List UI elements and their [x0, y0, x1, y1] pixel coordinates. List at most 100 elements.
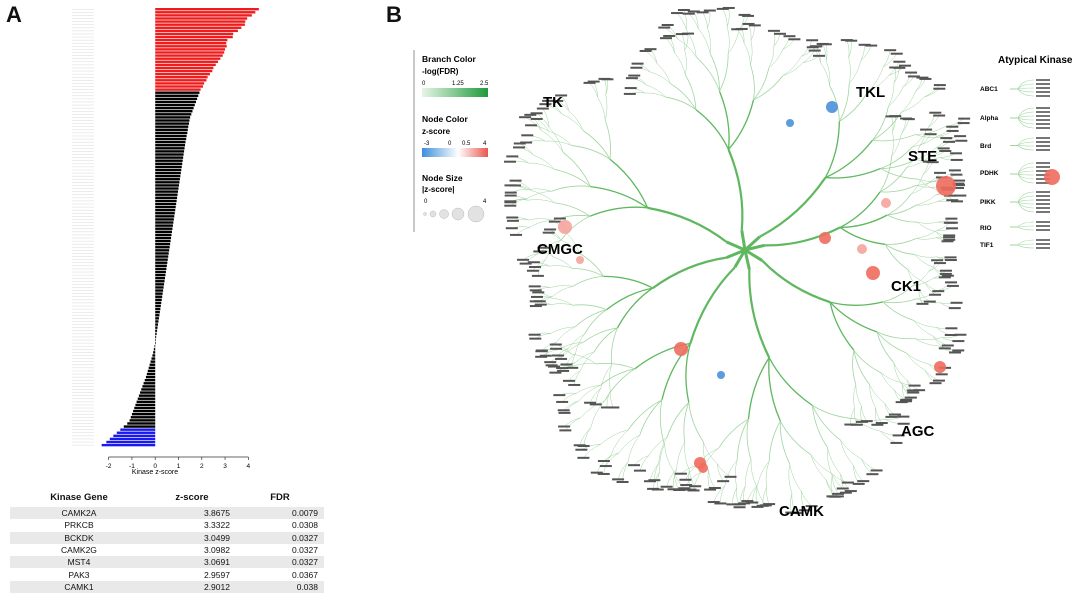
- bar: [143, 382, 156, 385]
- tree-branch: [882, 301, 914, 321]
- leaf-label-mark: [639, 49, 652, 52]
- z-score-cell: 3.8675: [203, 508, 230, 519]
- leaf-label-mark: [1036, 239, 1050, 241]
- leaf-label-mark: [1036, 203, 1050, 205]
- tree-branch: [530, 114, 542, 131]
- group-label-tk: TK: [543, 94, 563, 111]
- leaf-label-mark: [504, 204, 517, 207]
- table-row: MST4 3.0691 0.0327: [10, 556, 324, 569]
- tree-branch: [876, 331, 915, 340]
- bar: [137, 397, 156, 400]
- leaf-label-mark: [1036, 199, 1050, 201]
- tree-branch: [646, 84, 667, 98]
- leaf-label-mark: [678, 487, 691, 490]
- leaf-label-mark: [550, 347, 563, 350]
- bar: [155, 280, 165, 283]
- tree-branch: [768, 357, 781, 422]
- bar: [148, 366, 156, 370]
- leaf-label-mark: [647, 487, 660, 490]
- bar: [133, 409, 156, 413]
- leaf-label-mark: [941, 240, 954, 243]
- leaf-label-mark: [660, 485, 673, 488]
- tree-branch: [589, 206, 648, 217]
- leaf-label-mark: [553, 394, 566, 397]
- bar: [153, 348, 156, 351]
- tree-branch: [659, 399, 665, 445]
- column-header-kinase-gene: Kinase Gene: [50, 492, 108, 503]
- tree-branch: [583, 443, 601, 459]
- leaf-label-mark: [741, 500, 754, 503]
- bar: [113, 434, 156, 438]
- tree-branch: [880, 168, 918, 180]
- leaf-label-mark: [1036, 123, 1050, 125]
- leaf-label-mark: [845, 39, 858, 42]
- atypical-branch: [1017, 145, 1035, 147]
- atypical-branch: [1017, 117, 1035, 121]
- tree-branch: [912, 136, 937, 147]
- bar: [155, 125, 189, 128]
- tree-branch: [907, 269, 920, 290]
- leaf-label-mark: [890, 52, 903, 55]
- leaf-label-mark: [559, 429, 572, 432]
- atypical-branch: [1017, 83, 1035, 90]
- tree-branch: [526, 191, 552, 200]
- tree-branch: [906, 156, 930, 168]
- bar: [138, 394, 156, 397]
- leaf-label-mark: [575, 448, 588, 451]
- tree-branch: [901, 118, 907, 135]
- top-kinases-table: Kinase Gene z-score FDR CAMK2A 3.8675 0.…: [10, 488, 324, 593]
- leaf-label-mark: [682, 32, 695, 35]
- atypical-branch: [1017, 201, 1035, 209]
- bar: [155, 72, 210, 76]
- atypical-branch: [1017, 88, 1035, 97]
- tree-branch: [560, 347, 569, 360]
- tree-branch: [533, 154, 555, 170]
- tree-branch: [578, 385, 601, 402]
- atypical-branch: [1017, 244, 1035, 249]
- atypical-branch: [1017, 107, 1035, 119]
- leaf-label-mark: [1036, 178, 1050, 180]
- bar: [155, 264, 167, 268]
- atypical-branch: [1017, 137, 1035, 146]
- leaf-label-mark: [556, 400, 569, 403]
- tree-branch: [605, 79, 608, 96]
- leaf-label-mark: [767, 29, 780, 32]
- tree-branch: [831, 475, 839, 494]
- tree-branch: [518, 147, 534, 156]
- bar: [155, 137, 187, 141]
- z-score-cell: 2.9012: [203, 581, 230, 592]
- tree-branch: [707, 27, 711, 54]
- leaf-label-mark: [943, 238, 956, 241]
- leaf-label-mark: [813, 54, 826, 57]
- leaf-label-mark: [555, 357, 568, 360]
- leaf-label-mark: [534, 303, 547, 306]
- leaf-label-mark: [510, 233, 523, 236]
- tree-branch: [665, 37, 675, 53]
- tree-branch: [880, 184, 917, 193]
- bar: [155, 199, 177, 203]
- tree-branch: [917, 221, 939, 224]
- bar: [142, 385, 156, 388]
- panel-b-label: B: [386, 2, 402, 27]
- leaf-label-mark: [866, 473, 879, 476]
- tree-branch: [529, 219, 554, 228]
- leaf-label-mark: [612, 478, 625, 481]
- leaf-label-mark: [906, 389, 919, 392]
- tree-branch: [639, 399, 663, 436]
- tree-branch: [811, 405, 841, 441]
- leaf-label-mark: [836, 487, 849, 490]
- leaf-label-mark: [945, 281, 958, 284]
- tree-branch: [915, 126, 945, 135]
- bar: [130, 416, 156, 419]
- tree-branch: [839, 191, 881, 229]
- tree-branch: [542, 108, 550, 128]
- bar: [155, 153, 184, 156]
- tree-trunk: [743, 235, 761, 252]
- tree-branch: [914, 148, 936, 160]
- tree-branch: [914, 338, 940, 347]
- leaf-label-mark: [628, 74, 641, 77]
- bar: [155, 242, 171, 246]
- tree-branch: [860, 44, 865, 61]
- tree-trunk: [725, 248, 746, 260]
- fdr-cell: 0.038: [296, 581, 318, 592]
